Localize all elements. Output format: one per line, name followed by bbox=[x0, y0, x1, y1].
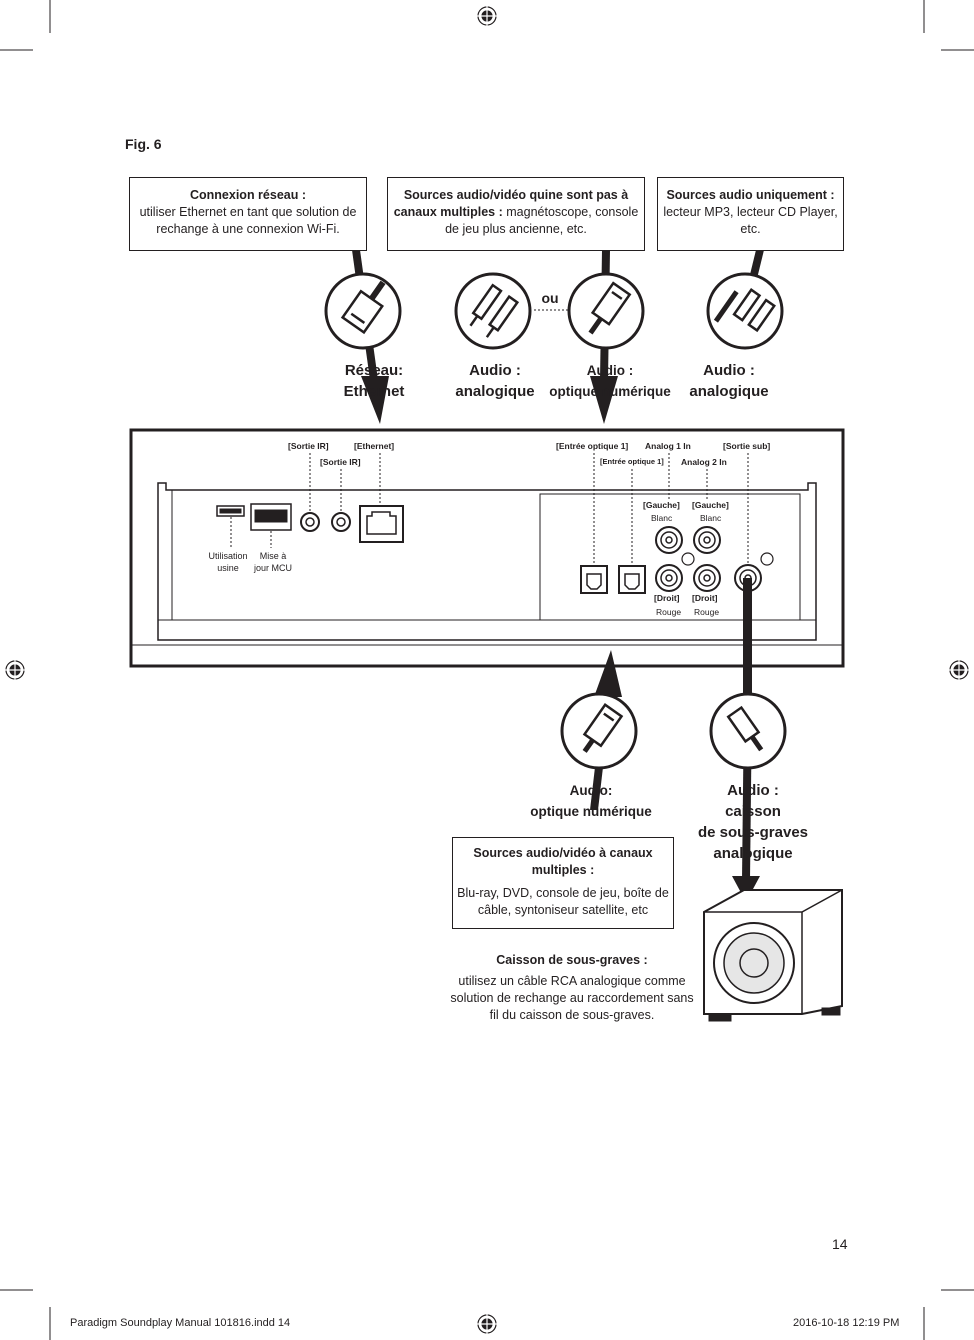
callout-av-sources: Sources audio/vidéo quine sont pas à can… bbox=[387, 177, 645, 251]
callout-audio-only: Sources audio uniquement : lecteur MP3, … bbox=[657, 177, 844, 251]
callout-multichannel-text: Blu-ray, DVD, console de jeu, boîte de c… bbox=[457, 886, 669, 917]
page-number: 14 bbox=[832, 1236, 848, 1252]
registration-marks bbox=[3, 4, 971, 1336]
port-right-2: [Droit] bbox=[692, 593, 718, 603]
callout-multichannel-title: Sources audio/vidéo à canaux multiples : bbox=[473, 846, 653, 877]
port-analog-2-in: Analog 2 In bbox=[681, 457, 727, 467]
callout-network-title: Connexion réseau : bbox=[190, 188, 306, 202]
port-white-2: Blanc bbox=[700, 513, 722, 523]
port-ir-out-1: [Sortie IR] bbox=[288, 441, 329, 451]
port-left-1: [Gauche] bbox=[643, 500, 680, 510]
callout-subwoofer-text: utilisez un câble RCA analogique comme s… bbox=[450, 974, 694, 1022]
footer-left: Paradigm Soundplay Manual 101816.indd 14 bbox=[70, 1317, 291, 1329]
callout-audio-only-title: Sources audio uniquement : bbox=[666, 188, 835, 202]
callout-av-sources-title: Sources audio/vidéo quine sont pas à can… bbox=[393, 188, 629, 219]
callout-audio-only-text: lecteur MP3, lecteur CD Player, etc. bbox=[663, 205, 838, 236]
connector-glyphs bbox=[340, 280, 776, 753]
label-analog-1: Audio : analogique bbox=[455, 362, 535, 400]
callout-network-text: utiliser Ethernet en tant que solution d… bbox=[139, 205, 357, 236]
port-ethernet: [Ethernet] bbox=[354, 441, 395, 451]
port-sub-out: [Sortie sub] bbox=[723, 441, 771, 451]
label-ethernet: Réseau: Ethernet bbox=[343, 362, 405, 400]
footer-right: 2016-10-18 12:19 PM bbox=[793, 1317, 900, 1329]
port-left-2: [Gauche] bbox=[692, 500, 729, 510]
port-mcu: Mise à jour MCU bbox=[253, 551, 292, 573]
port-optical-in-2: [Entrée optique 1] bbox=[600, 457, 664, 466]
port-analog-1-in: Analog 1 In bbox=[645, 441, 691, 451]
label-optical-2: Audio: optique numérique bbox=[530, 783, 652, 819]
callout-subwoofer-title: Caisson de sous-graves : bbox=[496, 953, 648, 967]
port-optical-in-1: [Entrée optique 1] bbox=[556, 441, 629, 451]
callout-network: Connexion réseau : utiliser Ethernet en … bbox=[129, 177, 367, 251]
subwoofer-graphic bbox=[703, 889, 843, 1022]
port-red-2: Rouge bbox=[694, 607, 720, 617]
label-analog-2: Audio : analogique bbox=[689, 362, 769, 400]
label-or: ou bbox=[541, 290, 559, 306]
device-panel bbox=[129, 428, 845, 668]
port-white-1: Blanc bbox=[651, 513, 673, 523]
callout-subwoofer: Caisson de sous-graves : utilisez un câb… bbox=[449, 952, 695, 1024]
label-optical-1: Audio : optique numérique bbox=[549, 363, 671, 399]
port-red-1: Rouge bbox=[656, 607, 682, 617]
figure-label: Fig. 6 bbox=[125, 136, 162, 152]
port-factory: Utilisation usine bbox=[208, 551, 248, 573]
callout-av-sources-text: magnétoscope, console de jeu plus ancien… bbox=[445, 205, 639, 236]
leader-lines bbox=[230, 309, 749, 566]
port-ir-out-2: [Sortie IR] bbox=[320, 457, 361, 467]
port-right-1: [Droit] bbox=[654, 593, 680, 603]
label-sub: Audio : caisson de sous-graves analogiqu… bbox=[697, 782, 809, 862]
ports-left bbox=[216, 503, 404, 543]
callout-multichannel: Sources audio/vidéo à canaux multiples :… bbox=[452, 837, 674, 929]
